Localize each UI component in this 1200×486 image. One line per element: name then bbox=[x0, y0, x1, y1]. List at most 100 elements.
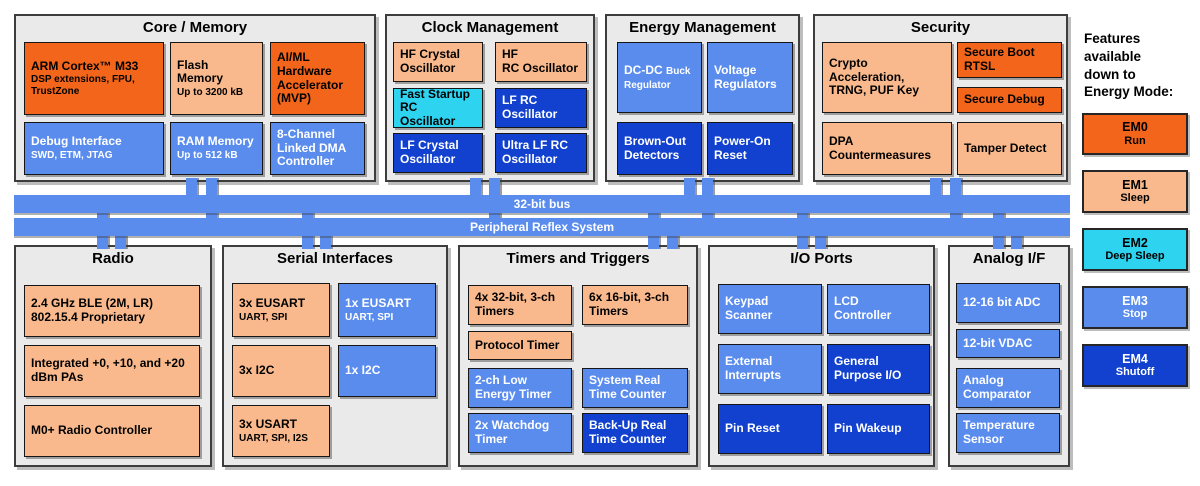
block-subtitle: Up to 3200 kB bbox=[177, 86, 244, 98]
block-hf-crystal-osc: HF Crystal Oscillator bbox=[393, 42, 483, 82]
block-brown-out-detectors: Brown-Out Detectors bbox=[617, 122, 702, 175]
block-title: Pin Wakeup bbox=[834, 421, 902, 436]
block-title: Analog Comparator bbox=[963, 373, 1032, 401]
legend-em-name: EM1 bbox=[1122, 177, 1148, 192]
block-protocol-timer: Protocol Timer bbox=[468, 331, 572, 360]
legend-em-mode: Run bbox=[1124, 134, 1146, 147]
block-title: LF RC Oscillator bbox=[502, 93, 558, 121]
block-m0-radio-controller: M0+ Radio Controller bbox=[24, 405, 200, 457]
block-title: 6x 16-bit, 3-ch Timers bbox=[589, 290, 670, 318]
block-ram-memory: RAM Memory Up to 512 kB bbox=[170, 122, 263, 175]
block-lf-crystal-osc: LF Crystal Oscillator bbox=[393, 133, 483, 173]
block-1x-i2c: 1x I2C bbox=[338, 345, 436, 397]
block-title: Secure Debug bbox=[964, 92, 1045, 107]
block-subtitle: UART, SPI bbox=[239, 311, 288, 323]
block-title: LCD Controller bbox=[834, 294, 892, 322]
block-ultra-lf-rc-osc: Ultra LF RC Oscillator bbox=[495, 133, 587, 173]
block-dma-controller: 8-Channel Linked DMA Controller bbox=[270, 122, 365, 175]
legend-heading: Features available down to Energy Mode: bbox=[1084, 31, 1174, 100]
block-6x-16bit-timers: 6x 16-bit, 3-ch Timers bbox=[582, 285, 688, 325]
block-title: 3x USART bbox=[239, 416, 298, 431]
block-title: Temperature Sensor bbox=[963, 418, 1035, 446]
block-flash-memory: Flash Memory Up to 3200 kB bbox=[170, 42, 263, 115]
bus-prs-label: Peripheral Reflex System bbox=[469, 220, 615, 234]
block-4x-32bit-timers: 4x 32-bit, 3-ch Timers bbox=[468, 285, 572, 325]
block-tamper-detect: Tamper Detect bbox=[957, 122, 1062, 175]
block-title: Crypto Acceleration, TRNG, PUF Key bbox=[829, 56, 920, 98]
block-title: Flash Memory bbox=[177, 57, 224, 86]
block-title: ARM Cortex™ M33 bbox=[31, 58, 139, 73]
block-subtitle: UART, SPI bbox=[345, 311, 394, 323]
block-low-energy-timer: 2-ch Low Energy Timer bbox=[468, 368, 572, 408]
block-arm-cortex-m33: ARM Cortex™ M33 DSP extensions, FPU, Tru… bbox=[24, 42, 164, 115]
legend-em-name: EM0 bbox=[1122, 120, 1148, 135]
block-title: 12-16 bit ADC bbox=[963, 295, 1041, 310]
legend-em-name: EM2 bbox=[1122, 235, 1148, 250]
panel-title: Core / Memory bbox=[142, 19, 248, 36]
panel-title: Energy Management bbox=[629, 19, 776, 36]
legend-em-mode: Stop bbox=[1122, 308, 1148, 321]
block-title: 12-bit VDAC bbox=[963, 335, 1033, 350]
block-title: General Purpose I/O bbox=[834, 354, 902, 382]
block-secure-debug: Secure Debug bbox=[957, 87, 1062, 113]
block-title: Voltage Regulators bbox=[714, 62, 777, 91]
panel-title: Security bbox=[910, 19, 971, 36]
block-aiml-accelerator: AI/ML Hardware Accelerator (MVP) bbox=[270, 42, 365, 115]
block-title: RAM Memory bbox=[177, 134, 254, 149]
block-debug-interface: Debug Interface SWD, ETM, JTAG bbox=[24, 122, 164, 175]
legend-em3-stop: EM3 Stop bbox=[1082, 286, 1188, 329]
block-title: External Interrupts bbox=[725, 354, 782, 382]
block-watchdog-timer: 2x Watchdog Timer bbox=[468, 413, 572, 453]
block-voltage-regulators: Voltage Regulators bbox=[707, 42, 793, 113]
block-title: 4x 32-bit, 3-ch Timers bbox=[475, 290, 556, 318]
block-external-interrupts: External Interrupts bbox=[718, 344, 822, 394]
block-1x-eusart: 1x EUSART UART, SPI bbox=[338, 283, 436, 337]
block-analog-comparator: Analog Comparator bbox=[956, 368, 1060, 408]
block-keypad-scanner: Keypad Scanner bbox=[718, 284, 822, 334]
block-title: Fast Startup RC Oscillator bbox=[400, 86, 471, 128]
legend-em-mode: Sleep bbox=[1120, 192, 1150, 205]
block-system-rtc: System Real Time Counter bbox=[582, 368, 688, 408]
block-dcdc-buck-regulator: DC-DC Buck Regulator bbox=[617, 42, 702, 113]
legend-em-mode: Deep Sleep bbox=[1105, 250, 1165, 263]
block-title: Pin Reset bbox=[725, 421, 780, 436]
panel-title: Timers and Triggers bbox=[506, 250, 650, 267]
block-crypto-acceleration: Crypto Acceleration, TRNG, PUF Key bbox=[822, 42, 952, 113]
block-subtitle: SWD, ETM, JTAG bbox=[31, 150, 113, 162]
panel-title: Clock Management bbox=[421, 19, 559, 36]
block-backup-rtc: Back-Up Real Time Counter bbox=[582, 413, 688, 453]
block-title: 3x I2C bbox=[239, 363, 275, 378]
block-title: Secure Boot RTSL bbox=[964, 45, 1035, 73]
block-title: 8-Channel Linked DMA Controller bbox=[277, 127, 346, 169]
block-title: Power-On Reset bbox=[714, 133, 771, 162]
block-title: 2-ch Low Energy Timer bbox=[475, 373, 552, 401]
panel-title: Analog I/F bbox=[972, 250, 1046, 267]
block-title: 3x EUSART bbox=[239, 295, 306, 310]
block-hf-rc-osc: HF RC Oscillator bbox=[495, 42, 587, 82]
block-title: 1x I2C bbox=[345, 363, 381, 378]
block-title: DPA Countermeasures bbox=[829, 133, 932, 162]
block-lf-rc-osc: LF RC Oscillator bbox=[495, 88, 587, 128]
block-integrated-pas: Integrated +0, +10, and +20 dBm PAs bbox=[24, 345, 200, 397]
block-title: HF Crystal Oscillator bbox=[400, 47, 461, 75]
legend-em-name: EM4 bbox=[1122, 351, 1148, 366]
block-title: 1x EUSART bbox=[345, 295, 412, 310]
panel-title: I/O Ports bbox=[790, 250, 853, 267]
block-title: LF Crystal Oscillator bbox=[400, 138, 459, 166]
block-3x-i2c: 3x I2C bbox=[232, 345, 330, 397]
block-temperature-sensor: Temperature Sensor bbox=[956, 413, 1060, 453]
block-title: System Real Time Counter bbox=[589, 373, 667, 401]
block-subtitle: UART, SPI, I2S bbox=[239, 432, 308, 444]
block-adc: 12-16 bit ADC bbox=[956, 283, 1060, 323]
block-subtitle: Up to 512 kB bbox=[177, 150, 238, 162]
block-pin-reset: Pin Reset bbox=[718, 404, 822, 454]
panel-title: Serial Interfaces bbox=[277, 250, 393, 267]
block-title: M0+ Radio Controller bbox=[31, 423, 153, 438]
legend-em-name: EM3 bbox=[1122, 293, 1148, 308]
legend-em0-run: EM0 Run bbox=[1082, 113, 1188, 155]
block-ble-radio: 2.4 GHz BLE (2M, LR) 802.15.4 Proprietar… bbox=[24, 285, 200, 337]
block-title: 2x Watchdog Timer bbox=[475, 418, 550, 446]
block-lcd-controller: LCD Controller bbox=[827, 284, 930, 334]
bus-32bit: 32-bit bus bbox=[14, 195, 1070, 213]
